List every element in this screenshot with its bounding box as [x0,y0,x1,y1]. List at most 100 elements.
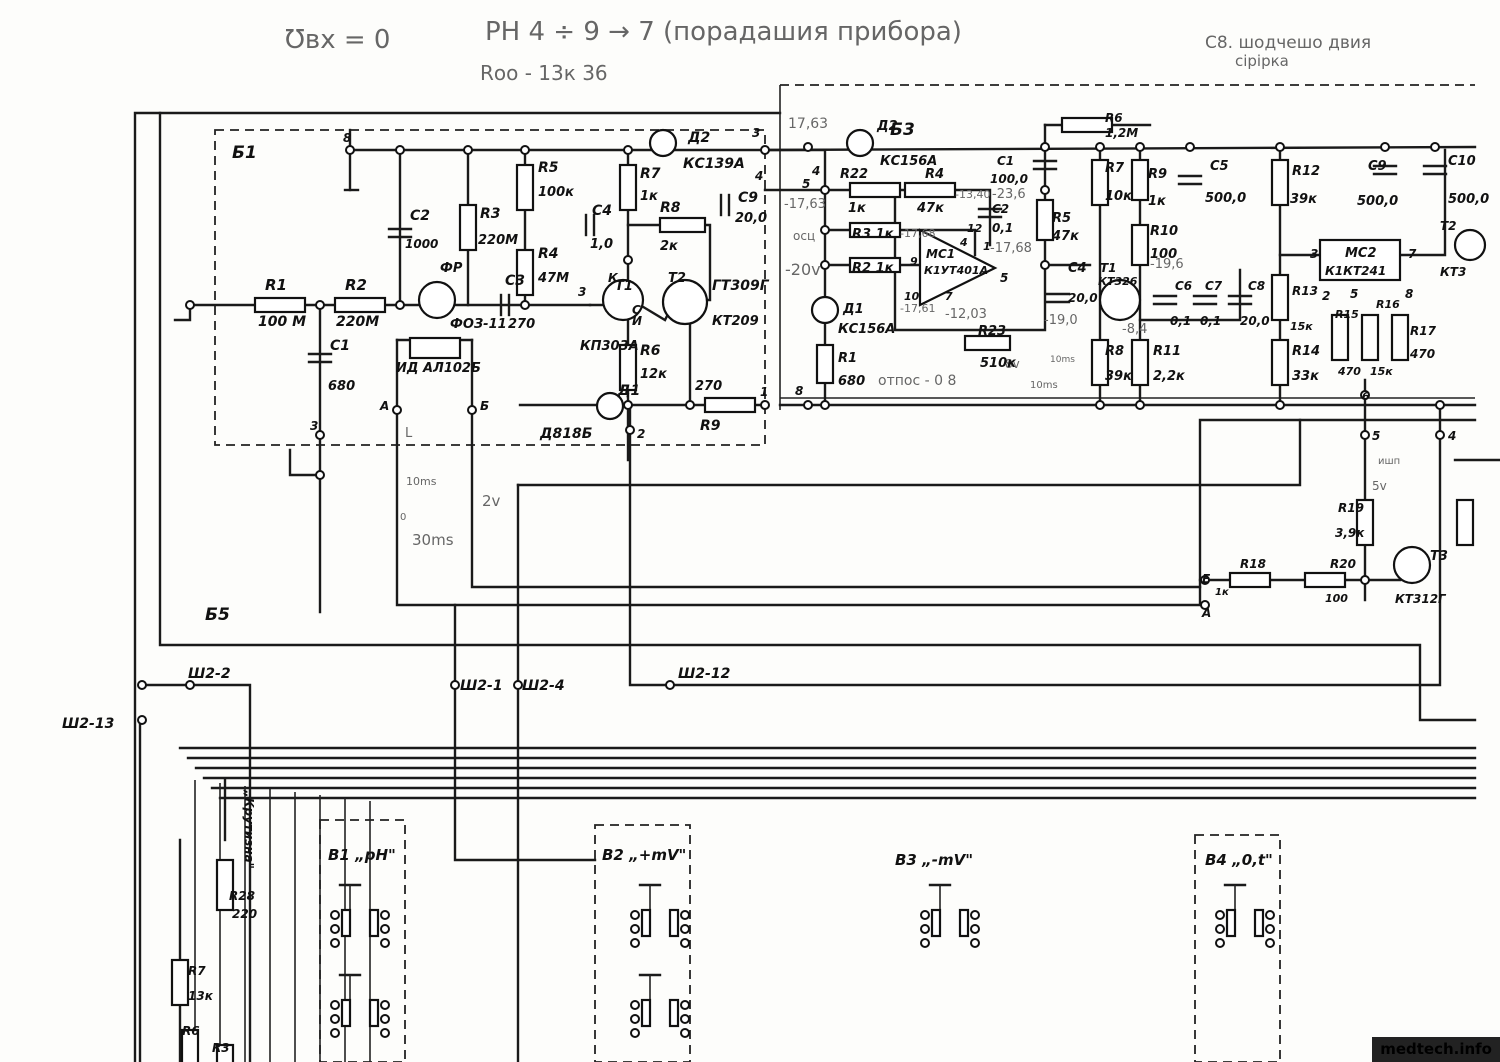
r5-label: R5 [538,160,559,176]
junction-node [1215,910,1225,920]
b3-r23-label: R23 [978,324,1006,339]
junction-node [630,1028,640,1038]
junction-node [380,1014,390,1024]
junction-node [380,938,390,948]
resistor [1355,498,1375,547]
r3v-label: 220M [478,233,518,248]
b5-loop [158,111,1477,722]
r7-label: R7 [640,166,661,182]
b3-c5v-label: 500,0 [1205,191,1246,206]
v84-label: -8,4 [1122,322,1147,337]
b3-t2-label: T2 [1440,219,1457,233]
b3-r23v-label: 510к [980,356,1017,371]
b3-c1v-label: 100,0 [990,172,1028,186]
junction-node [1360,430,1370,440]
sw-b1-label: В1 „pH" [328,846,396,864]
diode-b3-d1 [810,295,840,325]
mc1-type-label: К1УТ401А [924,264,988,277]
c1-lead [288,303,322,477]
t2-type-label: ГТ309Г [712,278,770,294]
junction-node [520,300,530,310]
junction-node [680,938,690,948]
mc1-p4-label: 4 [959,236,968,249]
pulse10ms-b1-label: 10ms [406,475,437,488]
junction-node [1360,575,1370,585]
junction-node [680,1014,690,1024]
r18v-label: 1к [1215,587,1229,598]
ph-range-label: PH 4 ÷ 9 → 7 (порадашия прибора) [485,17,962,47]
b3-c8v-label: 20,0 [1240,314,1270,328]
r8v-label: 2к [660,239,679,254]
junction-node [680,1000,690,1010]
pin-a-label: А [379,399,389,413]
r9v-label: 270 [695,379,722,394]
junction-node [1265,910,1275,920]
junction-node [380,910,390,920]
b3-d1-type-label: КС156А [838,322,895,337]
resistor [1270,338,1290,387]
junction-node [1040,185,1050,195]
junction-node [630,938,640,948]
junction-node [820,185,830,195]
mc1-p7-label: 7 [945,290,953,303]
junction-node [970,938,980,948]
switch-contact [340,908,352,938]
r8-label: R8 [660,200,681,216]
b3-c6-label: C6 [1175,279,1192,293]
v1340-label: -13,40 [955,188,990,201]
pin-i-label: И [632,314,642,328]
b3-r12v-label: 39к [1290,192,1318,207]
junction-node [920,938,930,948]
b3-c6v-label: 0,1 [1170,314,1191,328]
l-mark-label: L [405,426,413,441]
resistor [848,256,902,274]
b3-c9-label: C9 [1368,159,1387,174]
sh2-13-label: Ш2-13 [62,716,114,732]
led-id [408,336,462,360]
resistor [1455,498,1475,547]
resistor [515,248,535,297]
mc2-p8-label: 8 [1405,287,1413,301]
r5v-label: 100к [538,185,575,200]
c2v-label: 1000 [405,237,438,251]
resistor [170,958,190,1007]
b3-c7-label: C7 [1205,279,1223,293]
sh2-1-label: Ш2-1 [460,678,503,694]
pin-3-label: 3 [310,419,318,433]
c9-label: C9 [738,190,758,206]
junction-node [467,405,477,415]
junction-node [1135,400,1145,410]
junction-node [1265,924,1275,934]
r19-label: R19 [1338,501,1364,515]
b3-c2-label: C2 [992,202,1009,216]
v236-label: -23,6 [992,187,1026,202]
pin-e-label: Е [1202,572,1211,586]
fr-label: ФР [440,261,463,276]
switch-contact [930,908,942,938]
b3-c1-label: C1 [997,154,1014,168]
junction-node [1215,938,1225,948]
resistor [1060,116,1114,134]
mc2-out [1398,148,1447,257]
br3-label: R3 [212,1041,230,1055]
opamp-mc1 [918,228,998,307]
junction-node [137,680,147,690]
resistor [903,181,957,199]
r1v-label: 100 M [258,314,306,330]
r18-label: R18 [1240,557,1266,571]
b3-r8-label: R8 [1105,344,1124,359]
switch-contact [368,998,380,1028]
resistor [963,334,1012,352]
sh2-2-label: Ш2-2 [188,666,231,682]
junction-node [395,145,405,155]
switch-contact [668,998,680,1028]
c4-label: C4 [592,203,612,219]
resistor [458,203,478,252]
mc1-p12-label: 12 [967,222,983,235]
junction-node [330,1014,340,1024]
br6-label: R6 [182,1024,200,1038]
mc2-label: MC2 [1345,246,1377,261]
b3-r9-label: R9 [1148,167,1167,182]
junction-node [185,300,195,310]
